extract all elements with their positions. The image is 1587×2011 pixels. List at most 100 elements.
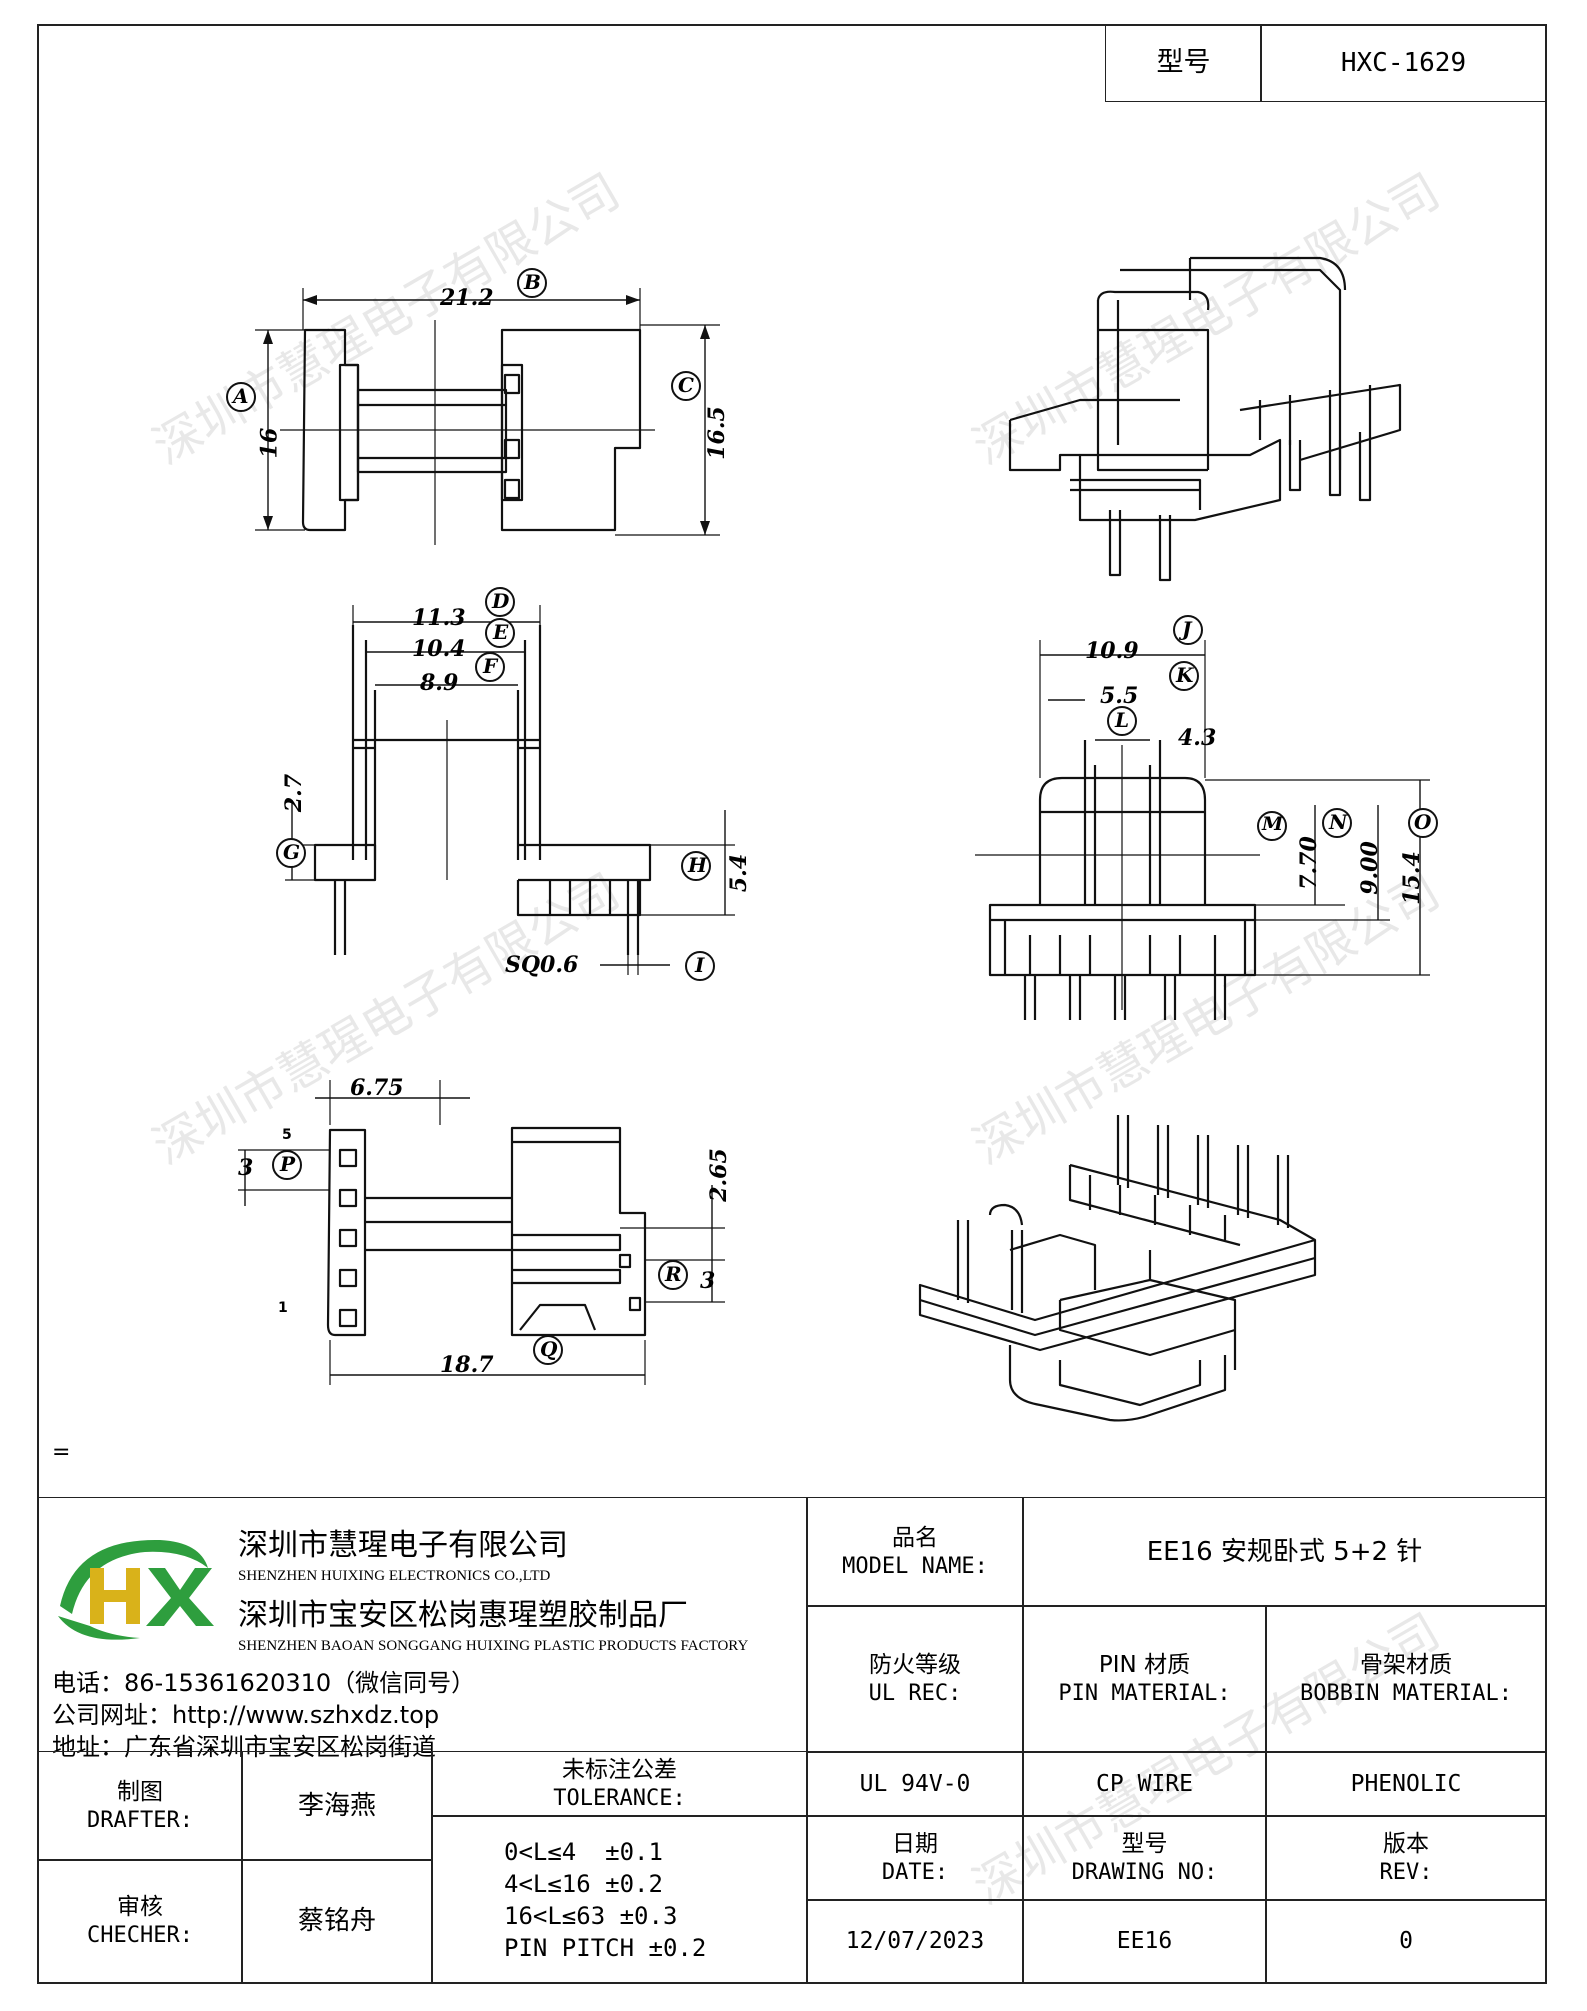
bobbin-material-cn: 骨架材质 <box>1360 1651 1452 1678</box>
model-name-label: 品名 MODEL NAME: <box>806 1497 1024 1607</box>
dimension-letter-circles <box>226 268 1438 1365</box>
date-value: 12/07/2023 <box>806 1899 1024 1984</box>
fire-rating-cn: 防火等级 <box>869 1651 961 1678</box>
letter-Q: Q <box>540 1337 558 1361</box>
dim-value: 7.70 <box>1295 836 1322 890</box>
letter-H: H <box>688 853 707 877</box>
checker-cn: 审核 <box>117 1894 163 1921</box>
dim-value: 5.5 <box>1100 683 1139 709</box>
letter-F: F <box>483 654 498 678</box>
header-model-value: HXC-1629 <box>1260 24 1547 102</box>
letter-C: C <box>678 373 694 397</box>
drawing-no-label: 型号 DRAWING NO: <box>1022 1815 1267 1901</box>
drafter-label: 制图 DRAFTER: <box>37 1751 243 1861</box>
tolerance-values: 0<L≤4 ±0.1 4<L≤16 ±0.2 16<L≤63 ±0.3 PIN … <box>431 1815 808 1984</box>
letter-J: J <box>1182 617 1192 641</box>
company-website: 公司网址：http://www.szhxdz.top <box>52 1701 440 1729</box>
drafter-en: DRAFTER: <box>87 1807 193 1833</box>
bobbin-material-label: 骨架材质 BOBBIN MATERIAL: <box>1265 1605 1547 1753</box>
isometric-view-top <box>1008 256 1402 582</box>
technical-drawing <box>238 256 1430 1422</box>
letter-P: P <box>280 1152 296 1176</box>
tolerance-label: 未标注公差 TOLERANCE: <box>431 1751 808 1817</box>
fire-rating-value: UL 94V-0 <box>806 1751 1024 1817</box>
checker-value: 蔡铭舟 <box>241 1859 433 1984</box>
dim-value: 16 <box>256 427 283 459</box>
letter-L: L <box>1115 708 1130 732</box>
checker-label: 审核 CHECHER: <box>37 1859 243 1984</box>
letter-A: A <box>233 384 249 408</box>
tolerance-line: 0<L≤4 ±0.1 <box>504 1837 663 1866</box>
dim-value: 18.7 <box>440 1352 494 1378</box>
model-name-en: MODEL NAME: <box>842 1553 988 1579</box>
end-view-right <box>975 640 1430 1020</box>
dim-value: SQ0.6 <box>505 952 579 978</box>
dim-value: 2.65 <box>705 1148 732 1202</box>
header-model-label: 型号 <box>1105 24 1262 102</box>
dim-value: 16.5 <box>703 406 730 460</box>
dim-value: 6.75 <box>350 1075 404 1101</box>
date-label: 日期 DATE: <box>806 1815 1024 1901</box>
bottom-view-left <box>238 1080 725 1385</box>
letter-O: O <box>1414 810 1432 834</box>
bobbin-material-value: PHENOLIC <box>1265 1751 1547 1817</box>
drafter-cn: 制图 <box>117 1778 163 1805</box>
revision-label: 版本 REV: <box>1265 1815 1547 1901</box>
letter-K: K <box>1176 663 1194 687</box>
date-en: DATE: <box>881 1859 949 1885</box>
tolerance-line: 4<L≤16 ±0.2 <box>504 1869 663 1898</box>
dim-value: 4.3 <box>1178 725 1217 751</box>
dim-value: 3 <box>700 1268 716 1294</box>
dim-value: 10.9 <box>1085 638 1139 664</box>
dim-value: 11.3 <box>412 605 466 631</box>
drawing-no-en: DRAWING NO: <box>1071 1859 1218 1885</box>
dim-value: 8.9 <box>420 670 459 696</box>
dim-value: 9.00 <box>1356 841 1383 895</box>
letter-I: I <box>695 953 705 977</box>
tolerance-en: TOLERANCE: <box>553 1785 686 1811</box>
revision-value: 0 <box>1265 1899 1547 1984</box>
bobbin-material-en: BOBBIN MATERIAL: <box>1300 1680 1512 1706</box>
dim-value: 15.4 <box>1398 851 1425 905</box>
letter-E: E <box>493 620 509 644</box>
letter-N: N <box>1329 810 1348 834</box>
factory-name-cn: 深圳市宝安区松岗惠瑆塑胶制品厂 <box>238 1598 688 1633</box>
company-logo <box>58 1539 214 1640</box>
dim-value: 3 <box>238 1155 254 1181</box>
company-address: 地址：广东省深圳市宝安区松岗街道 <box>52 1733 436 1761</box>
dim-value: 21.2 <box>440 285 494 311</box>
revision-en: REV: <box>1379 1859 1433 1885</box>
pin-material-value: CP WIRE <box>1022 1751 1267 1817</box>
drawing-no-cn: 型号 <box>1121 1830 1168 1857</box>
fire-rating-label: 防火等级 UL REC: <box>806 1605 1024 1753</box>
side-view-left <box>285 605 735 975</box>
checker-en: CHECHER: <box>87 1923 193 1949</box>
pin-number-5: 5 <box>282 1127 292 1143</box>
tolerance-line: 16<L≤63 ±0.3 <box>504 1901 678 1930</box>
letter-B: B <box>524 270 541 294</box>
front-view <box>255 288 720 545</box>
revision-cn: 版本 <box>1383 1830 1429 1857</box>
dim-value: 5.4 <box>726 853 753 893</box>
company-name-en: SHENZHEN HUIXING ELECTRONICS CO.,LTD <box>238 1568 551 1584</box>
fire-rating-en: UL REC: <box>868 1680 962 1706</box>
company-phone: 电话：86-15361620310（微信同号） <box>52 1669 476 1697</box>
pin-material-label: PIN 材质 PIN MATERIAL: <box>1022 1605 1267 1753</box>
drafter-value: 李海燕 <box>241 1751 433 1861</box>
drawing-no-value: EE16 <box>1022 1899 1267 1984</box>
letter-D: D <box>492 589 510 613</box>
company-name-cn: 深圳市慧瑆电子有限公司 <box>238 1528 568 1563</box>
date-cn: 日期 <box>892 1830 938 1857</box>
model-name-cn: 品名 <box>892 1524 938 1551</box>
tolerance-line: PIN PITCH ±0.2 <box>504 1933 707 1962</box>
pin-material-en: PIN MATERIAL: <box>1058 1680 1231 1706</box>
model-name-value: EE16 安规卧式 5+2 针 <box>1022 1497 1547 1607</box>
dim-value: 10.4 <box>412 636 466 662</box>
pin-material-cn: PIN 材质 <box>1098 1651 1191 1678</box>
letter-M: M <box>1262 813 1284 835</box>
letter-G: G <box>283 840 301 864</box>
isometric-view-bottom <box>918 1115 1317 1422</box>
factory-name-en: SHENZHEN BAOAN SONGGANG HUIXING PLASTIC … <box>238 1638 749 1654</box>
letter-R: R <box>665 1262 682 1286</box>
tolerance-cn: 未标注公差 <box>562 1756 677 1783</box>
